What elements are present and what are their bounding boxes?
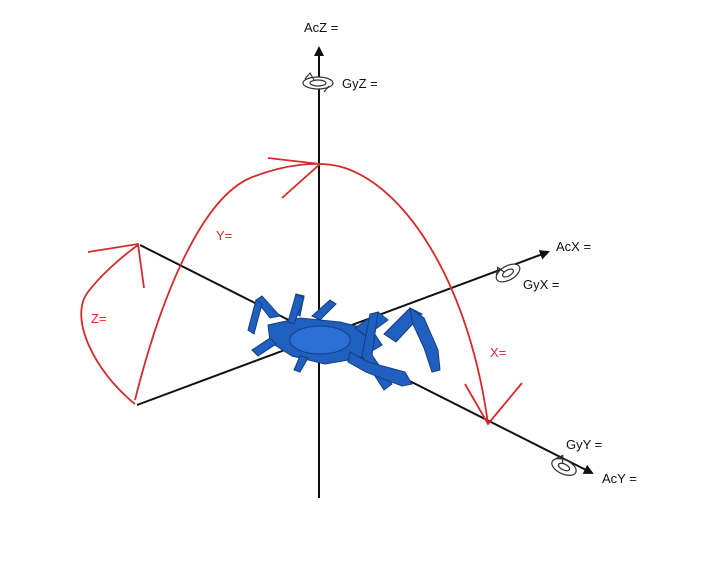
rotation-arrow-icon xyxy=(302,71,334,93)
arc-end-arrowhead xyxy=(464,382,523,426)
acz-label: AcZ = xyxy=(304,20,338,35)
acx-label: AcX = xyxy=(556,239,591,254)
rotation-arrows-group xyxy=(80,157,523,426)
z-rotation-label: Z= xyxy=(91,311,107,326)
rotation-arrow-icon xyxy=(495,263,521,283)
y-x-rotation-arc xyxy=(134,163,489,425)
z-arc-arrowhead xyxy=(87,242,145,289)
axes-group xyxy=(136,46,594,498)
arc-top-arrowhead xyxy=(267,157,323,199)
gyx-label: GyX = xyxy=(523,277,560,292)
gyy-label: GyY = xyxy=(566,437,602,452)
y-rotation-label: Y= xyxy=(216,228,232,243)
rotation-arrow-icon xyxy=(551,454,577,476)
gyz-label: GyZ = xyxy=(342,76,378,91)
z-rotation-arc xyxy=(80,244,139,405)
hexapod-robot-icon xyxy=(247,293,441,391)
x-rotation-label: X= xyxy=(490,345,506,360)
acy-label: AcY = xyxy=(602,471,637,486)
